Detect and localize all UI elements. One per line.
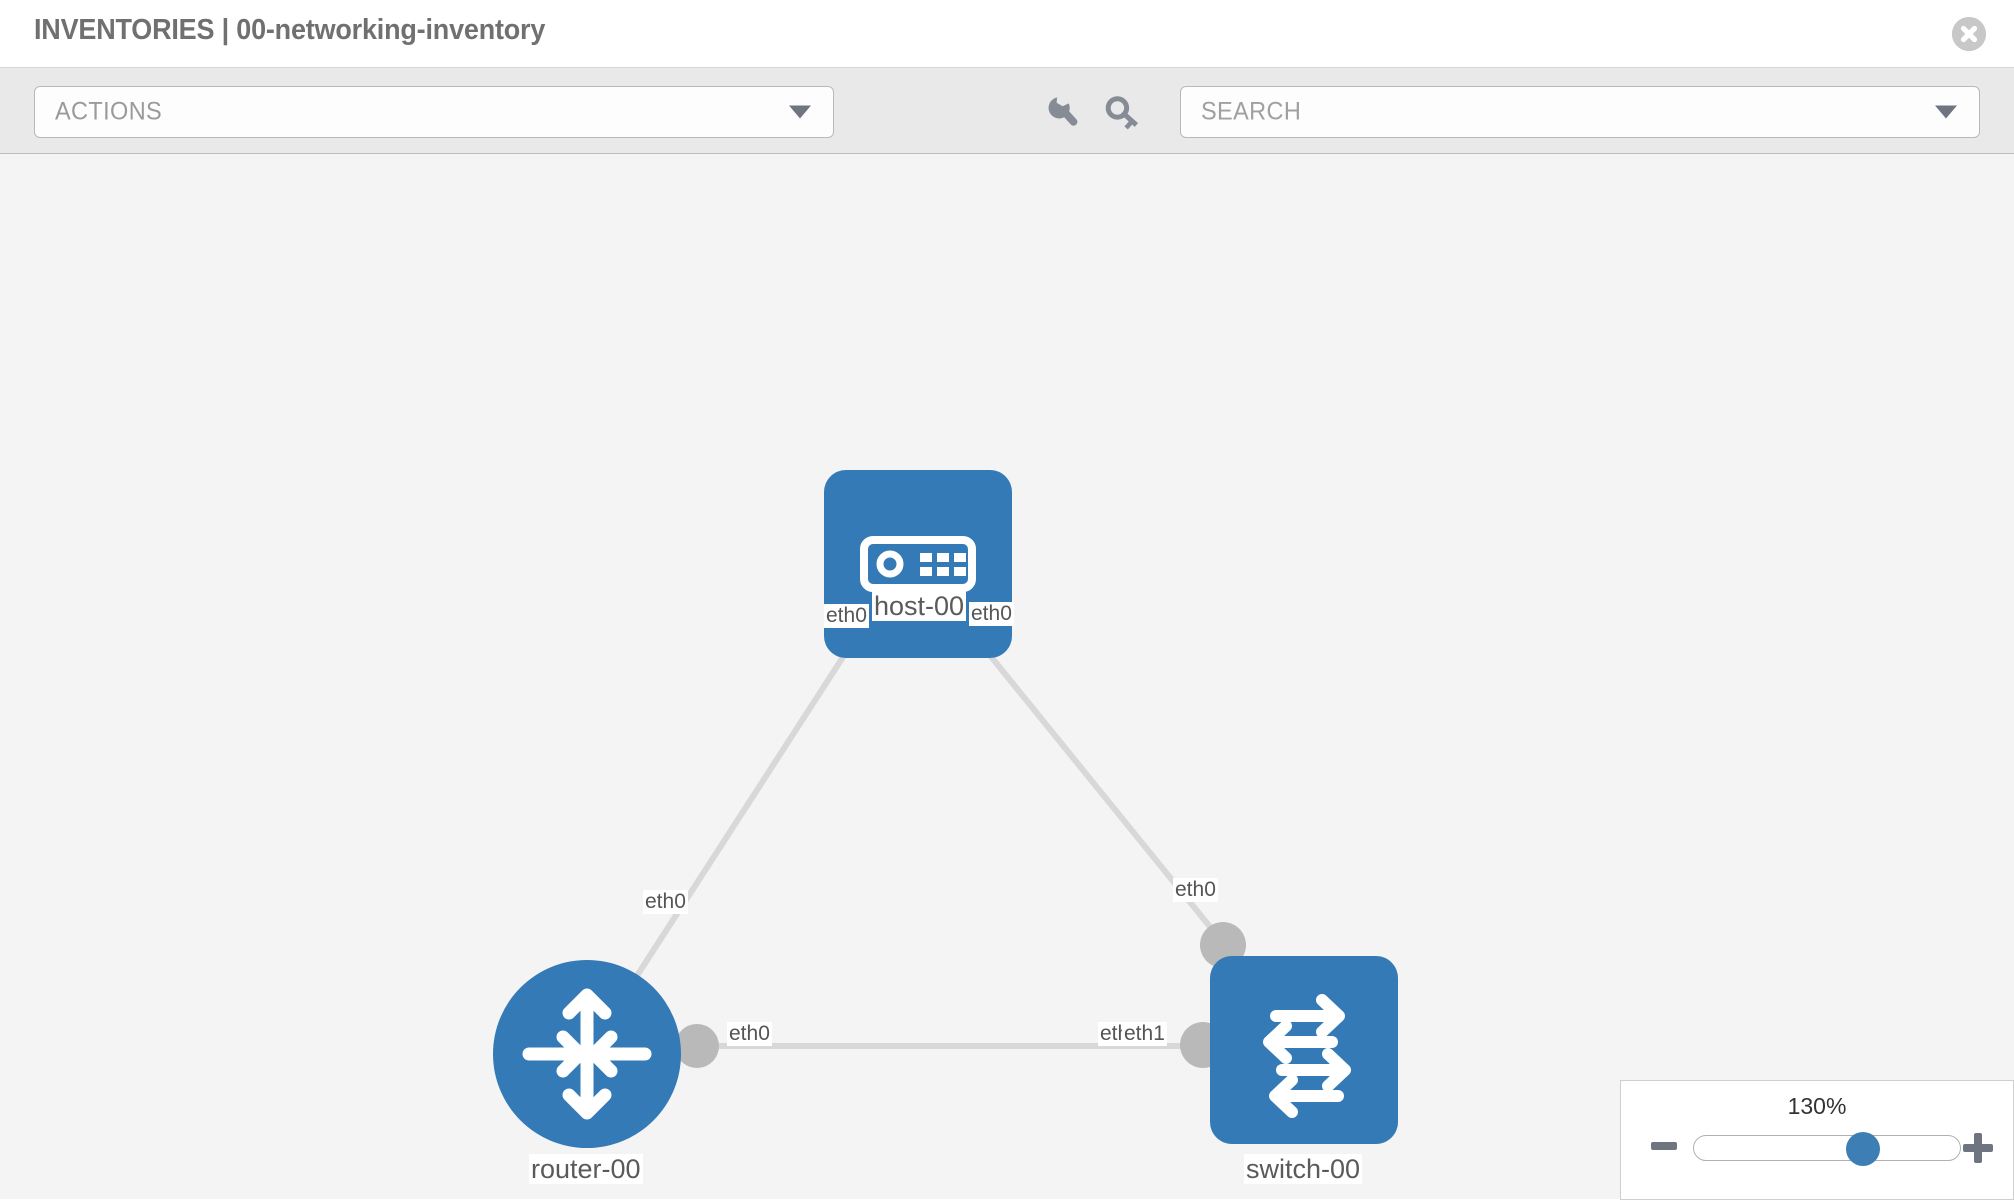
node-switch-00[interactable]	[1210, 956, 1398, 1144]
node-label-router-00: router-00	[529, 1154, 643, 1185]
toolbar: ACTIONS SEARCH	[0, 68, 2014, 154]
server-chassis-icon	[860, 536, 976, 592]
link-host00-router00	[617, 604, 879, 1004]
close-button[interactable]	[1952, 17, 1986, 51]
actions-dropdown[interactable]: ACTIONS	[34, 86, 834, 138]
zoom-slider-track[interactable]	[1693, 1132, 1961, 1166]
zoom-level-value: 130%	[1787, 1093, 1847, 1119]
node-switch-00-shape	[1210, 956, 1398, 1144]
page-header: INVENTORIES | 00-networking-inventory	[0, 0, 2014, 68]
page-title: INVENTORIES | 00-networking-inventory	[34, 14, 546, 46]
wrench-icon	[1048, 97, 1078, 126]
wrench-button[interactable]	[1042, 90, 1088, 136]
zoom-in-button[interactable]	[1963, 1133, 1993, 1163]
iface-dot-router00-right[interactable]	[675, 1024, 719, 1068]
iface-label-switch00-eth1: eth1	[1122, 1022, 1167, 1047]
actions-dropdown-label: ACTIONS	[55, 97, 163, 126]
node-label-host-00: host-00	[872, 591, 967, 622]
switch-arrows-icon	[1263, 994, 1351, 1118]
search-placeholder: SEARCH	[1201, 97, 1302, 126]
node-router-00-shape	[493, 960, 681, 1148]
key-icon	[1105, 96, 1139, 130]
close-circle-icon	[1952, 17, 1986, 51]
chevron-down-icon	[1935, 105, 1957, 119]
iface-label-switch00-eth0-up: eth0	[1173, 878, 1218, 903]
node-host-00-shape	[824, 470, 1012, 658]
node-host-00[interactable]	[824, 470, 1012, 658]
iface-label-host00-eth0-left: eth0	[824, 604, 869, 629]
plus-icon	[1963, 1133, 1993, 1163]
iface-label-host00-eth0-right: eth0	[969, 602, 1014, 627]
iface-label-router00-eth0-up: eth0	[643, 890, 688, 915]
topology-links	[617, 604, 1235, 1049]
minus-icon	[1651, 1142, 1677, 1150]
node-label-switch-00: switch-00	[1244, 1154, 1363, 1185]
zoom-out-button[interactable]	[1651, 1133, 1677, 1159]
router-arrows-icon	[522, 988, 652, 1120]
key-button[interactable]	[1100, 90, 1146, 136]
zoom-slider-thumb[interactable]	[1846, 1132, 1880, 1166]
node-router-00[interactable]	[493, 960, 681, 1148]
topology-canvas[interactable]: eth0 eth0 eth0 eth0 eth0 eth0 eth1 host-…	[0, 154, 2014, 1199]
chevron-down-icon	[789, 105, 811, 119]
search-input[interactable]: SEARCH	[1180, 86, 1980, 138]
iface-label-router00-eth0-right: eth0	[727, 1022, 772, 1047]
zoom-control-panel: 130%	[1620, 1080, 2014, 1200]
